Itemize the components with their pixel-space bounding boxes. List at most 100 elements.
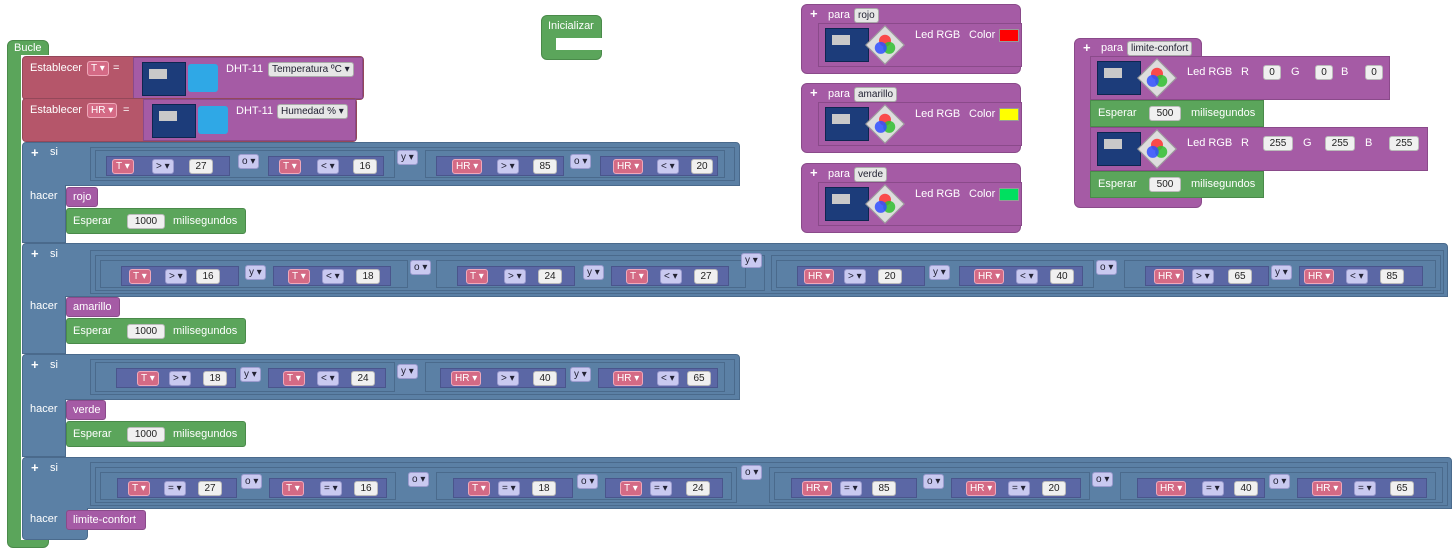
temperature-field-dropdown[interactable]: Temperatura ºC ▾ — [268, 62, 354, 77]
and-group[interactable]: HR ▾ > ▾ 40 y ▾ HR ▾ < ▾ 65 — [425, 362, 725, 392]
humidity-field-dropdown[interactable]: Humedad % ▾ — [277, 104, 348, 119]
op-lt[interactable]: < ▾ — [1016, 269, 1038, 284]
op-and[interactable]: y ▾ — [570, 367, 591, 382]
condition-group[interactable]: T ▾ = ▾ 27 o ▾ T ▾ = ▾ 16 o ▾ T ▾ = ▾ 18 — [90, 462, 1448, 506]
op-gt[interactable]: > ▾ — [1192, 269, 1214, 284]
led-rgb-color-block[interactable]: Led RGB Color — [818, 182, 1022, 226]
wait-block[interactable]: Esperar 500 milisegundos — [1090, 100, 1264, 127]
number-field[interactable]: 65 — [1390, 481, 1414, 496]
compare-t-eq[interactable]: T ▾ = ▾ 18 — [453, 478, 573, 498]
or-group[interactable]: T ▾ = ▾ 27 o ▾ T ▾ = ▾ 16 o ▾ T ▾ = ▾ 18 — [95, 467, 737, 503]
var-t[interactable]: T ▾ — [468, 481, 490, 496]
op-gt[interactable]: > ▾ — [497, 159, 519, 174]
number-field[interactable]: 27 — [189, 159, 213, 174]
color-swatch[interactable] — [999, 29, 1019, 42]
number-field[interactable]: 18 — [203, 371, 227, 386]
plus-icon[interactable]: + — [31, 357, 39, 372]
number-field[interactable]: 85 — [533, 159, 557, 174]
var-hr[interactable]: HR ▾ — [1304, 269, 1335, 284]
op-eq[interactable]: = ▾ — [650, 481, 672, 496]
number-field[interactable]: 16 — [196, 269, 220, 284]
op-and[interactable]: y ▾ — [397, 364, 418, 379]
op-or[interactable]: o ▾ — [570, 154, 592, 169]
led-rgb-block-1[interactable]: Led RGB R 0 G 0 B 0 — [1090, 56, 1390, 100]
wait-ms-field[interactable]: 500 — [1149, 106, 1181, 121]
op-lt[interactable]: < ▾ — [660, 269, 682, 284]
var-hr[interactable]: HR ▾ — [974, 269, 1005, 284]
and-subgroup[interactable]: T ▾ > ▾ 16 y ▾ T ▾ < ▾ 18 — [100, 260, 408, 288]
compare-t-lt[interactable]: T ▾ < ▾ 18 — [273, 266, 391, 286]
procedure-name[interactable]: rojo — [854, 8, 879, 23]
set-temperature-block[interactable]: Establecer T ▾ = DHT-11 Temperatura ºC ▾ — [22, 56, 364, 100]
op-and[interactable]: y ▾ — [245, 265, 266, 280]
dht11-humidity-block[interactable]: DHT-11 Humedad % ▾ — [143, 99, 356, 141]
var-hr[interactable]: HR ▾ — [613, 159, 644, 174]
number-field[interactable]: 40 — [1234, 481, 1258, 496]
var-t[interactable]: T ▾ — [626, 269, 648, 284]
procedure-name[interactable]: amarillo — [854, 87, 898, 102]
if-block-1[interactable]: + si T ▾ > ▾ 27 o ▾ T ▾ < ▾ 16 y ▾ HR ▾ … — [22, 142, 740, 186]
plus-icon[interactable]: + — [1083, 40, 1091, 55]
var-t[interactable]: T ▾ — [620, 481, 642, 496]
op-or[interactable]: o ▾ — [577, 474, 599, 489]
g-field[interactable]: 0 — [1315, 65, 1333, 80]
op-or[interactable]: o ▾ — [741, 465, 763, 480]
var-t[interactable]: T ▾ — [282, 481, 304, 496]
number-field[interactable]: 24 — [538, 269, 562, 284]
var-t[interactable]: T ▾ — [129, 269, 151, 284]
condition-group[interactable]: T ▾ > ▾ 27 o ▾ T ▾ < ▾ 16 y ▾ HR ▾ > ▾ 8… — [90, 147, 735, 181]
op-lt[interactable]: < ▾ — [317, 371, 339, 386]
compare-hr-eq[interactable]: HR ▾ = ▾ 40 — [1137, 478, 1265, 498]
compare-hr-gt[interactable]: HR ▾ > ▾ 40 — [440, 368, 566, 388]
var-hr[interactable]: HR ▾ — [1156, 481, 1187, 496]
number-field[interactable]: 27 — [694, 269, 718, 284]
procedure-name[interactable]: limite-confort — [1127, 41, 1193, 56]
op-and[interactable]: y ▾ — [1271, 265, 1292, 280]
op-and[interactable]: y ▾ — [741, 253, 762, 268]
number-field[interactable]: 27 — [198, 481, 222, 496]
op-and[interactable]: y ▾ — [240, 367, 261, 382]
condition-group[interactable]: T ▾ > ▾ 18 y ▾ T ▾ < ▾ 24 y ▾ HR ▾ > ▾ 4… — [90, 359, 735, 395]
number-field[interactable]: 18 — [356, 269, 380, 284]
op-or[interactable]: o ▾ — [408, 472, 430, 487]
op-or[interactable]: o ▾ — [238, 154, 260, 169]
dht11-temp-block[interactable]: DHT-11 Temperatura ºC ▾ — [133, 57, 363, 99]
plus-icon[interactable]: + — [810, 85, 818, 100]
g-field[interactable]: 255 — [1325, 136, 1355, 151]
var-hr[interactable]: HR ▾ — [966, 481, 997, 496]
op-and[interactable]: y ▾ — [583, 265, 604, 280]
compare-hr-eq[interactable]: HR ▾ = ▾ 85 — [791, 478, 917, 498]
op-or[interactable]: o ▾ — [410, 260, 432, 275]
op-or[interactable]: o ▾ — [1269, 474, 1291, 489]
compare-hr-lt[interactable]: HR ▾ < ▾ 85 — [1299, 266, 1423, 286]
call-verde[interactable]: verde — [66, 400, 106, 420]
and-subgroup[interactable]: HR ▾ > ▾ 20 y ▾ HR ▾ < ▾ 40 — [776, 260, 1094, 288]
var-hr[interactable]: HR ▾ — [452, 159, 483, 174]
compare-t-lt[interactable]: T ▾ < ▾ 16 — [268, 156, 384, 176]
number-field[interactable]: 40 — [1050, 269, 1074, 284]
op-and[interactable]: y ▾ — [929, 265, 950, 280]
or-group[interactable]: HR ▾ = ▾ 85 o ▾ HR ▾ = ▾ 20 o ▾ HR ▾ = ▾… — [769, 467, 1443, 503]
plus-icon[interactable]: + — [31, 145, 39, 160]
var-hr[interactable]: HR ▾ — [1312, 481, 1343, 496]
wait-block[interactable]: Esperar 1000 milisegundos — [66, 318, 246, 344]
var-t[interactable]: T ▾ — [466, 269, 488, 284]
and-subgroup[interactable]: T ▾ > ▾ 24 y ▾ T ▾ < ▾ 27 — [436, 260, 746, 288]
number-field[interactable]: 20 — [878, 269, 902, 284]
led-rgb-block-2[interactable]: Led RGB R 255 G 255 B 255 — [1090, 127, 1428, 171]
number-field[interactable]: 18 — [532, 481, 556, 496]
op-gt[interactable]: > ▾ — [497, 371, 519, 386]
compare-t-gt[interactable]: T ▾ > ▾ 24 — [457, 266, 575, 286]
compare-hr-lt[interactable]: HR ▾ < ▾ 40 — [959, 266, 1083, 286]
plus-icon[interactable]: + — [31, 246, 39, 261]
led-rgb-color-block[interactable]: Led RGB Color — [818, 23, 1022, 67]
var-t[interactable]: T ▾ — [279, 159, 301, 174]
wait-ms-field[interactable]: 1000 — [127, 214, 165, 229]
or-subgroup[interactable]: HR ▾ = ▾ 85 o ▾ HR ▾ = ▾ 20 — [774, 472, 1090, 500]
init-block[interactable]: Inicializar — [541, 15, 603, 60]
op-eq[interactable]: = ▾ — [1202, 481, 1224, 496]
wait-ms-field[interactable]: 500 — [1149, 177, 1181, 192]
compare-t-lt[interactable]: T ▾ < ▾ 24 — [268, 368, 386, 388]
op-lt[interactable]: < ▾ — [1346, 269, 1368, 284]
op-lt[interactable]: < ▾ — [317, 159, 339, 174]
